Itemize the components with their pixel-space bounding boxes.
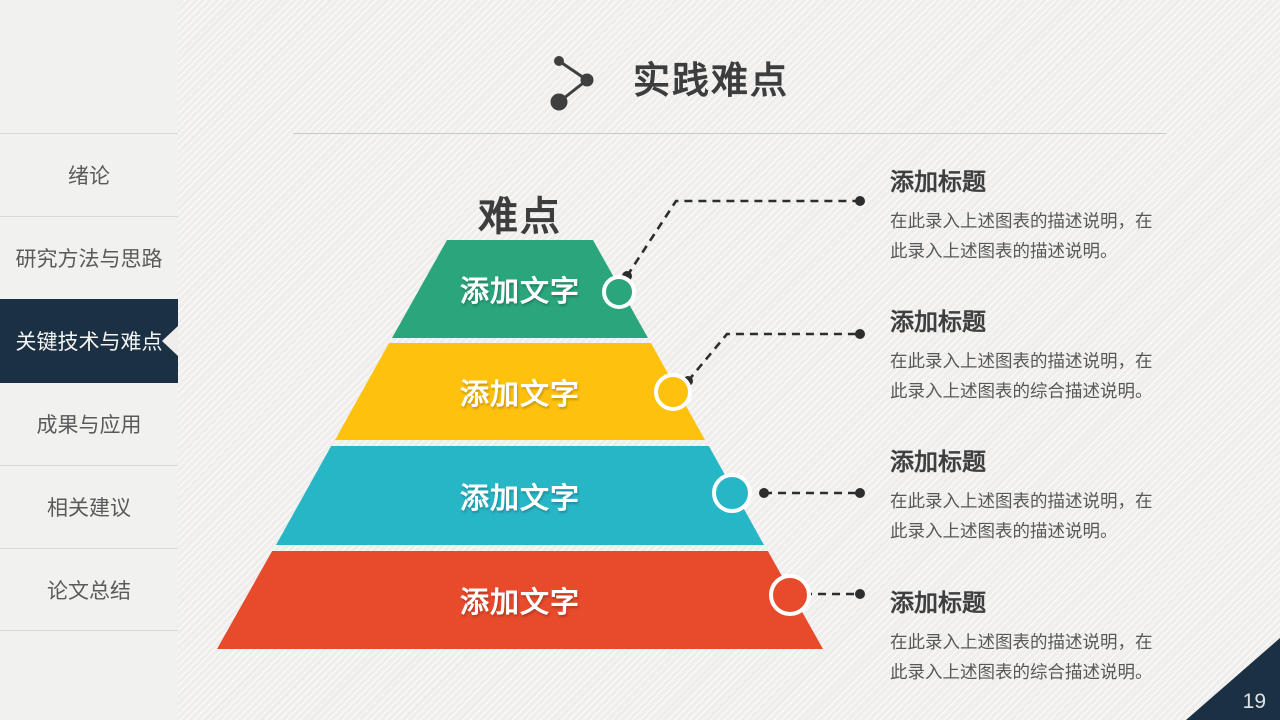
callout-block-4: 添加标题 在此录入上述图表的描述说明，在 此录入上述图表的综合描述说明。 (890, 583, 1190, 687)
sidebar-item-label: 相关建议 (47, 497, 131, 520)
callout-body-line: 此录入上述图表的综合描述说明。 (890, 381, 1153, 401)
sidebar-item-label: 研究方法与思路 (15, 248, 163, 271)
callout-body-line: 此录入上述图表的描述说明。 (890, 241, 1118, 261)
pyramid-top-label: 难点 (478, 195, 562, 239)
sidebar-item-research-methods[interactable]: 研究方法与思路 (0, 216, 178, 299)
sidebar-nav: 绪论 研究方法与思路 关键技术与难点 成果与应用 相关建议 论文总结 (0, 133, 178, 631)
pyramid-level-4: 添加文字 (217, 551, 823, 649)
callout-title: 添加标题 (890, 590, 986, 617)
sidebar-item-thesis-summary[interactable]: 论文总结 (0, 548, 178, 631)
callout-body-line: 在此录入上述图表的描述说明，在 (890, 491, 1153, 511)
title-divider-line (293, 133, 1166, 134)
callout-body-line: 在此录入上述图表的描述说明，在 (890, 351, 1153, 371)
sidebar-item-label: 关键技术与难点 (15, 331, 163, 354)
active-item-arrow-notch (162, 326, 178, 356)
pyramid-level-2: 添加文字 (335, 343, 705, 440)
callout-title: 添加标题 (890, 169, 986, 196)
callout-title: 添加标题 (890, 309, 986, 336)
pyramid-level-1-label: 添加文字 (459, 276, 580, 308)
callout-block-1: 添加标题 在此录入上述图表的描述说明，在 此录入上述图表的描述说明。 (890, 162, 1190, 266)
callout-title: 添加标题 (890, 449, 986, 476)
callout-block-2: 添加标题 在此录入上述图表的描述说明，在 此录入上述图表的综合描述说明。 (890, 302, 1190, 406)
sidebar-item-key-technology-active[interactable]: 关键技术与难点 (0, 299, 178, 382)
sidebar-item-suggestions[interactable]: 相关建议 (0, 465, 178, 548)
callout-body-line: 此录入上述图表的描述说明。 (890, 521, 1118, 541)
pyramid-level-3: 添加文字 (276, 446, 764, 545)
callout-body-line: 在此录入上述图表的描述说明，在 (890, 211, 1153, 231)
callout-block-3: 添加标题 在此录入上述图表的描述说明，在 此录入上述图表的描述说明。 (890, 442, 1190, 546)
pyramid-level-4-label: 添加文字 (459, 587, 580, 619)
sidebar-item-label: 绪论 (68, 165, 110, 188)
pyramid-level-2-label: 添加文字 (459, 378, 580, 411)
callout-body-line: 在此录入上述图表的描述说明，在 (890, 632, 1153, 652)
share-nodes-icon (550, 56, 594, 111)
sidebar-item-label: 论文总结 (47, 579, 131, 603)
callout-body-line: 此录入上述图表的综合描述说明。 (890, 662, 1153, 682)
sidebar-item-results-applications[interactable]: 成果与应用 (0, 382, 178, 465)
sidebar-item-label: 成果与应用 (36, 414, 142, 437)
page-number: 19 (1242, 690, 1266, 713)
sidebar-item-introduction[interactable]: 绪论 (0, 133, 178, 216)
page-title: 实践难点 (633, 60, 789, 101)
pyramid-level-3-label: 添加文字 (459, 482, 580, 515)
